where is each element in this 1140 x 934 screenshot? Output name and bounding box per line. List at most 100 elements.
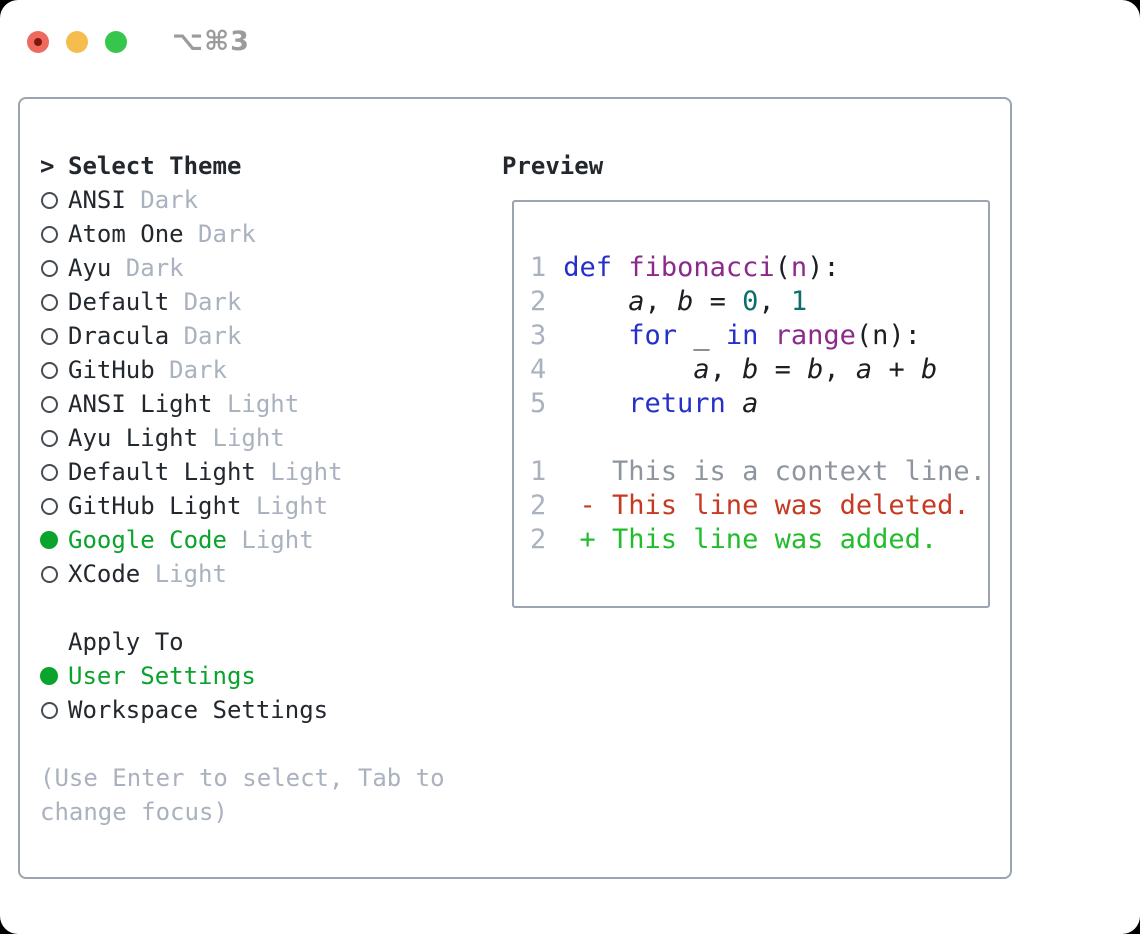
radio-icon	[41, 701, 58, 719]
zoom-button[interactable]	[105, 30, 127, 53]
code-token-p: ,	[644, 286, 678, 317]
preview-header: Preview	[502, 152, 604, 180]
code-token-kw: def	[563, 252, 613, 283]
option-variant-label: Dark	[111, 254, 184, 282]
code-token-var: a	[855, 354, 873, 385]
theme-option[interactable]: Ayu Dark	[40, 251, 492, 285]
code-token-p: ,	[823, 354, 856, 385]
code-line: 3 for _ in range(n):	[530, 319, 988, 353]
radio-icon	[41, 429, 58, 447]
theme-option[interactable]: ANSI Light Light	[40, 387, 492, 421]
spacer	[40, 591, 492, 625]
select-theme-header-row: > Select Theme	[40, 149, 492, 183]
theme-option[interactable]: XCode Light	[40, 557, 492, 591]
theme-option[interactable]: Default Light Light	[40, 455, 492, 489]
window-title: ⌥⌘3	[172, 26, 250, 57]
radio-icon	[41, 293, 58, 311]
close-button[interactable]	[27, 30, 49, 53]
apply-to-option[interactable]: User Settings	[40, 659, 492, 693]
select-theme-header: Select Theme	[68, 152, 242, 180]
line-number: 5	[530, 388, 547, 419]
preview-column: Preview 1 def fibonacci(n):2 a, b = 0, 1…	[492, 149, 1008, 829]
code-token-var: a	[742, 388, 759, 419]
theme-option[interactable]: GitHub Dark	[40, 353, 492, 387]
radio-selected-icon	[40, 667, 58, 685]
code-token-kw: return	[628, 388, 726, 419]
minimize-button[interactable]	[66, 30, 88, 53]
radio-selected-icon	[40, 531, 58, 549]
option-variant-label: Light	[212, 390, 300, 418]
code-token-p: +	[872, 354, 921, 385]
option-label: User Settings	[68, 662, 256, 690]
code-token-p	[547, 286, 628, 317]
code-line	[530, 421, 988, 455]
option-label: Default	[68, 288, 170, 316]
code-token-lit: 0	[742, 286, 759, 317]
code-token-p: ):	[807, 252, 840, 283]
code-line: 2 + This line was added.	[530, 523, 988, 557]
code-line: 5 return a	[530, 387, 988, 421]
code-token-p	[612, 252, 628, 283]
option-label: Google Code	[68, 526, 227, 554]
code-token-p	[758, 320, 774, 351]
line-number: 2	[530, 524, 547, 555]
apply-to-header-row: Apply To	[40, 625, 492, 659]
option-variant-label: Dark	[169, 288, 242, 316]
theme-option[interactable]: GitHub Light Light	[40, 489, 492, 523]
theme-option[interactable]: Default Dark	[40, 285, 492, 319]
code-token-p	[547, 252, 563, 283]
option-label: Atom One	[68, 220, 184, 248]
code-token-var: b	[742, 354, 759, 385]
code-token-add: + This line was added.	[547, 524, 938, 555]
radio-icon	[41, 497, 58, 515]
code-token-kw: in	[725, 320, 759, 351]
radio-icon	[41, 225, 58, 243]
option-label: XCode	[68, 560, 141, 588]
option-variant-label: Light	[198, 424, 285, 452]
line-number: 4	[530, 354, 547, 385]
radio-icon	[41, 191, 58, 209]
code-token-p: =	[693, 286, 743, 317]
theme-option[interactable]: Dracula Dark	[40, 319, 492, 353]
close-dot-icon	[34, 37, 42, 46]
code-token-fn: fibonacci	[628, 252, 775, 283]
code-token-var: b	[677, 286, 694, 317]
radio-icon	[41, 259, 58, 277]
code-token-p	[547, 320, 628, 351]
apply-to-option[interactable]: Workspace Settings	[40, 693, 492, 727]
option-variant-label: Dark	[169, 322, 242, 350]
option-label: ANSI Light	[68, 390, 213, 418]
code-token-fn: n	[790, 252, 808, 283]
radio-icon	[41, 463, 58, 481]
option-variant-label: Dark	[154, 356, 227, 384]
theme-option[interactable]: ANSI Dark	[40, 183, 492, 217]
option-variant-label: Light	[255, 458, 343, 486]
code-line: 2 a, b = 0, 1	[530, 285, 988, 319]
code-token-fn: range	[774, 320, 856, 351]
code-line: 1 This is a context line.	[530, 455, 988, 489]
radio-icon	[41, 327, 58, 345]
radio-icon	[41, 565, 58, 583]
code-token-var: b	[807, 354, 824, 385]
option-label: Default Light	[68, 458, 256, 486]
theme-option[interactable]: Atom One Dark	[40, 217, 492, 251]
option-variant-label: Light	[140, 560, 227, 588]
line-number: 1	[530, 252, 547, 283]
option-label: Ayu	[68, 254, 112, 282]
code-token-p: ,	[709, 354, 743, 385]
option-label: ANSI	[68, 186, 126, 214]
titlebar: ⌥⌘3	[27, 26, 250, 57]
theme-option[interactable]: Ayu Light Light	[40, 421, 492, 455]
line-number: 3	[530, 320, 547, 351]
theme-option[interactable]: Google Code Light	[40, 523, 492, 557]
option-variant-label: Dark	[125, 186, 199, 214]
code-token-kw: for	[628, 320, 678, 351]
code-token-p	[547, 354, 693, 385]
option-variant-label: Dark	[183, 220, 256, 248]
prompt-icon: >	[40, 152, 55, 180]
code-line: 4 a, b = b, a + b	[530, 353, 988, 387]
